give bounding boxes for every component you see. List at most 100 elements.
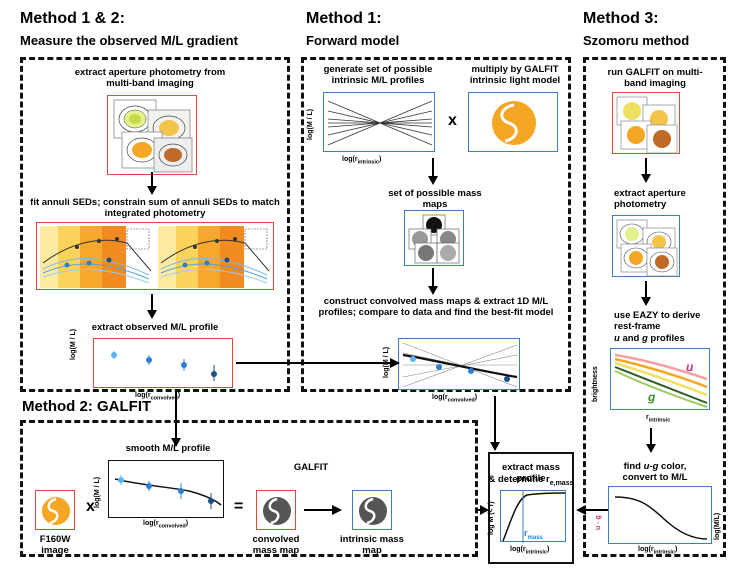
f160w-image-box xyxy=(35,490,75,530)
convolved-mass-map-box xyxy=(256,490,296,530)
m3-step2-label: extract aperture photometry xyxy=(614,188,686,210)
intrinsic-mass-map-box xyxy=(352,490,392,530)
m3-xlabel: rintrinsic xyxy=(646,414,670,423)
m3-galfit-imaging-box xyxy=(612,92,680,154)
m1-xlabel-2-close: ) xyxy=(474,394,478,401)
intrinsic-mass-map-icon xyxy=(359,497,387,525)
m3-curve-g-label: g xyxy=(648,390,656,404)
m3-step4-ug: u-g xyxy=(643,461,659,472)
panel-method-1-2 xyxy=(20,57,290,392)
m1-xlabel-2: log(rconvolved) xyxy=(432,394,477,403)
method-1-subtitle: Forward model xyxy=(306,33,400,48)
m3-xlabel-sub: intrinsic xyxy=(648,417,671,424)
m3-step3a-label: use EAZY to derive rest-frame xyxy=(614,310,701,332)
m3-step3b-g: g xyxy=(641,333,648,344)
m12-ylabel: log(M / L) xyxy=(70,328,77,360)
m12-xlabel-main: log(r xyxy=(135,392,151,399)
m1-step1b-label: multiply by GALFIT intrinsic light model xyxy=(469,64,561,86)
method-1-2-subtitle: Measure the observed M/L gradient xyxy=(20,33,238,48)
m2-smooth-ml-plot xyxy=(114,475,222,509)
arrow-m3-down-2 xyxy=(641,281,651,306)
m3-xlabel-2-sub: intrinsic xyxy=(653,549,675,556)
m2-intrinsic-label: intrinsic mass map xyxy=(340,534,404,556)
m1-xlabel-main: log(r xyxy=(342,156,358,163)
arrow-m3-to-final xyxy=(576,505,608,515)
m1-xlabel: log(rintrinsic) xyxy=(342,156,381,165)
arrow-m1-down-1 xyxy=(428,158,438,185)
observed-ml-profile-box xyxy=(93,338,233,388)
m3-ylabel: brightness xyxy=(592,366,599,402)
m3-aperture-thumbnails xyxy=(616,219,678,277)
m3-step3b-rest: profiles xyxy=(647,333,685,344)
m3-step3b-u: u xyxy=(614,333,620,344)
m3-ug-label: u - g xyxy=(595,515,602,530)
m3-ml-label: log(M/L) xyxy=(714,512,721,540)
m2-convolved-label: convolved mass map xyxy=(252,534,300,556)
m1-ylabel: log(M / L) xyxy=(307,108,314,140)
m3-curve-u-label: u xyxy=(686,360,694,374)
m3-xlabel-2-close: ) xyxy=(674,546,678,553)
panel-method-3 xyxy=(583,57,726,557)
f160w-galaxy-icon xyxy=(42,497,70,525)
mass-maps-thumbnails xyxy=(408,214,460,264)
m3-step3b-and: and xyxy=(619,333,642,344)
intrinsic-ml-profiles-plot xyxy=(327,100,433,146)
arrow-m2-to-final xyxy=(477,505,489,515)
m1-step3-label: construct convolved mass maps & extract … xyxy=(318,296,554,318)
m3-xlabel-main: r xyxy=(646,414,649,421)
m2-f160w-label: F160W image xyxy=(39,534,71,556)
m2-ylabel: log(M / L) xyxy=(94,476,101,508)
arrow-m3-down-3 xyxy=(646,428,656,453)
final-xlabel-main: log(r xyxy=(510,546,526,553)
arrow-m12-down-2 xyxy=(147,294,157,319)
m3-ml-conversion-plot xyxy=(614,496,708,540)
method-3-subtitle: Szomoru method xyxy=(583,33,690,48)
arrow-m12-down-1 xyxy=(147,172,157,195)
m2-xlabel-close: ) xyxy=(185,520,189,527)
galfit-light-model-galaxy-icon xyxy=(492,101,536,145)
method-2-title: Method 2: GALFIT xyxy=(22,398,156,415)
galfit-light-model-box xyxy=(468,92,558,152)
m12-xlabel: log(rconvolved) xyxy=(135,392,180,401)
final-line2-main: & determine r xyxy=(488,474,550,485)
method-1-2-title: Method 1 & 2: xyxy=(20,10,125,27)
panel-method-2 xyxy=(20,420,478,557)
m1-step1a-label: generate set of possible intrinsic M/L p… xyxy=(323,64,433,86)
best-fit-ml-plot xyxy=(402,342,518,388)
final-xlabel-close: ) xyxy=(546,546,550,553)
m3-galfit-imaging-thumbnails xyxy=(616,96,678,154)
final-line2: & determine re,mass xyxy=(482,474,580,489)
m12-xlabel-sub: convolved xyxy=(150,395,178,402)
intrinsic-ml-profiles-box xyxy=(323,92,435,152)
m1-xlabel-2-sub: convolved xyxy=(447,397,475,404)
m1-step2-label: set of possible mass maps xyxy=(388,188,482,210)
final-rmass-main: r xyxy=(524,528,528,538)
m1-xlabel-close: ) xyxy=(378,156,382,163)
m3-step1-label: run GALFIT on multi-band imaging xyxy=(607,67,703,89)
final-mass-profile-plot xyxy=(502,491,566,543)
m3-xlabel-2: log(rintrinsic) xyxy=(638,546,677,555)
arrow-m12-to-m1 xyxy=(236,358,400,368)
best-fit-ml-box xyxy=(398,338,520,390)
m3-brightness-box xyxy=(610,348,710,410)
m12-step3-label: extract observed M/L profile xyxy=(91,322,219,333)
mass-maps-box xyxy=(404,210,464,266)
multiband-imaging-box xyxy=(107,95,197,175)
m3-aperture-box xyxy=(612,215,680,277)
m3-xlabel-2-main: log(r xyxy=(638,546,654,553)
arrow-m3-down-1 xyxy=(641,158,651,183)
m3-step4-label: find u-g color, convert to M/L xyxy=(598,461,712,483)
m3-step4-find: find xyxy=(623,461,644,472)
annuli-sed-box xyxy=(36,222,274,290)
m1-xlabel-2-main: log(r xyxy=(432,394,448,401)
m1-multiply-sign: x xyxy=(448,112,457,129)
multiband-imaging-thumbnails xyxy=(113,99,193,173)
m2-smooth-ml-box xyxy=(108,460,224,518)
final-rmass-sub: mass xyxy=(527,534,543,541)
m3-brightness-plot xyxy=(614,353,708,408)
observed-ml-profile-plot xyxy=(111,351,217,381)
m2-galfit-label: GALFIT xyxy=(293,462,329,473)
annuli-sed-plots xyxy=(40,226,272,288)
final-xlabel-sub: intrinsic xyxy=(525,549,547,556)
m2-smooth-label: smooth M/L profile xyxy=(125,443,211,454)
